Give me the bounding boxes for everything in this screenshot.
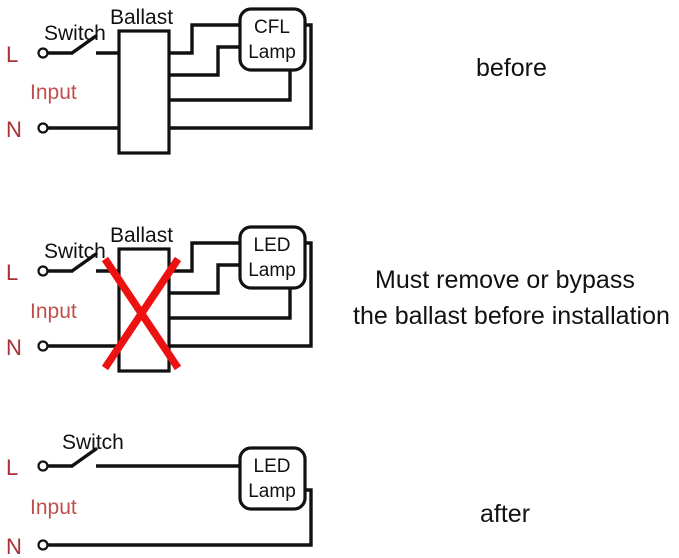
label-lamp-line1-bypass: LED	[254, 235, 291, 256]
cfl-lamp-box-before	[238, 7, 307, 72]
terminal-L-before	[37, 47, 49, 59]
wire-ballast-out4-bypass	[169, 241, 313, 348]
ballast-box-before	[117, 29, 171, 155]
wire-ballast-out2-before	[169, 45, 240, 77]
wire-ballast-out3-bypass	[169, 288, 292, 320]
switch-blade-before	[70, 34, 98, 55]
terminal-N-after	[37, 539, 49, 551]
diagram-before: L N Input Switch Ballast CFL Lamp	[6, 6, 313, 155]
switch-blade-bypass	[70, 252, 98, 273]
terminal-L-after	[37, 460, 49, 472]
label-input-after: Input	[30, 496, 77, 519]
switch-blade-after	[70, 447, 98, 468]
terminal-N-before	[37, 122, 49, 134]
label-L-bypass: L	[6, 260, 18, 285]
caption-must-line2: the ballast before installation	[353, 302, 670, 330]
wire-ballast-out3-before	[169, 70, 292, 102]
led-lamp-box-after	[238, 446, 307, 511]
label-L-before: L	[6, 42, 18, 67]
label-input-before: Input	[30, 81, 77, 104]
label-lamp-line1-before: CFL	[254, 17, 290, 38]
label-input-bypass: Input	[30, 300, 77, 323]
label-lamp-line2-before: Lamp	[248, 42, 296, 63]
label-switch-before: Switch	[44, 22, 106, 45]
wire-ballast-out2-bypass	[169, 263, 240, 295]
label-switch-bypass: Switch	[44, 240, 106, 263]
label-switch-after: Switch	[62, 431, 124, 454]
wire-ballast-out1-bypass	[169, 241, 240, 273]
diagram-after: L N Input Switch LED Lamp	[6, 431, 313, 558]
led-lamp-box-bypass	[238, 225, 307, 290]
wire-ballast-out1-before	[169, 23, 240, 55]
label-N-before: N	[6, 117, 22, 142]
label-L-after: L	[6, 455, 18, 480]
terminal-L-bypass	[37, 265, 49, 277]
label-ballast-bypass: Ballast	[110, 224, 173, 247]
diagram-bypass: L N Input Switch Ballast LED Lamp	[6, 224, 313, 373]
ballast-cross-stroke-2	[101, 256, 182, 371]
caption-must-line1: Must remove or bypass	[375, 266, 635, 294]
label-N-after: N	[6, 534, 22, 558]
terminal-N-bypass	[37, 340, 49, 352]
wire-ballast-out4-before	[169, 23, 313, 130]
label-lamp-line2-after: Lamp	[248, 481, 296, 502]
caption-before: before	[476, 54, 547, 82]
label-lamp-line2-bypass: Lamp	[248, 260, 296, 281]
wire-N-to-lamp-after	[47, 488, 313, 547]
label-N-bypass: N	[6, 335, 22, 360]
label-lamp-line1-after: LED	[254, 456, 291, 477]
label-ballast-before: Ballast	[110, 6, 173, 29]
caption-after: after	[480, 500, 531, 528]
